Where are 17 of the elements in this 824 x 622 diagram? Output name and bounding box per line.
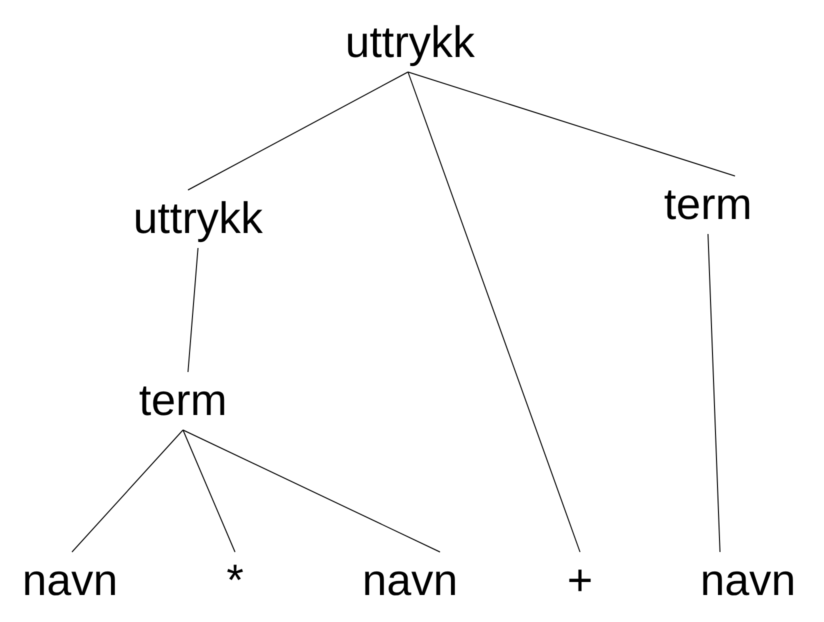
tree-node-label: navn	[22, 552, 118, 610]
tree-node-label: navn	[362, 552, 458, 610]
tree-branch-line	[182, 430, 440, 552]
tree-branch-line	[182, 430, 236, 552]
tree-node-label: term	[139, 372, 227, 430]
tree-node-label: uttrykk	[345, 14, 475, 72]
tree-node-label: uttrykk	[133, 190, 263, 248]
tree-branch-line	[408, 72, 736, 176]
tree-branch-line	[408, 72, 580, 552]
tree-node-label: term	[664, 176, 752, 234]
tree-branch-line	[708, 234, 720, 552]
tree-branch-line	[72, 430, 184, 552]
tree-node-label: navn	[700, 552, 796, 610]
tree-branch-line	[188, 248, 198, 372]
tree-node-label: +	[567, 552, 593, 610]
tree-node-label: *	[226, 552, 244, 610]
tree-branch-line	[188, 72, 408, 190]
